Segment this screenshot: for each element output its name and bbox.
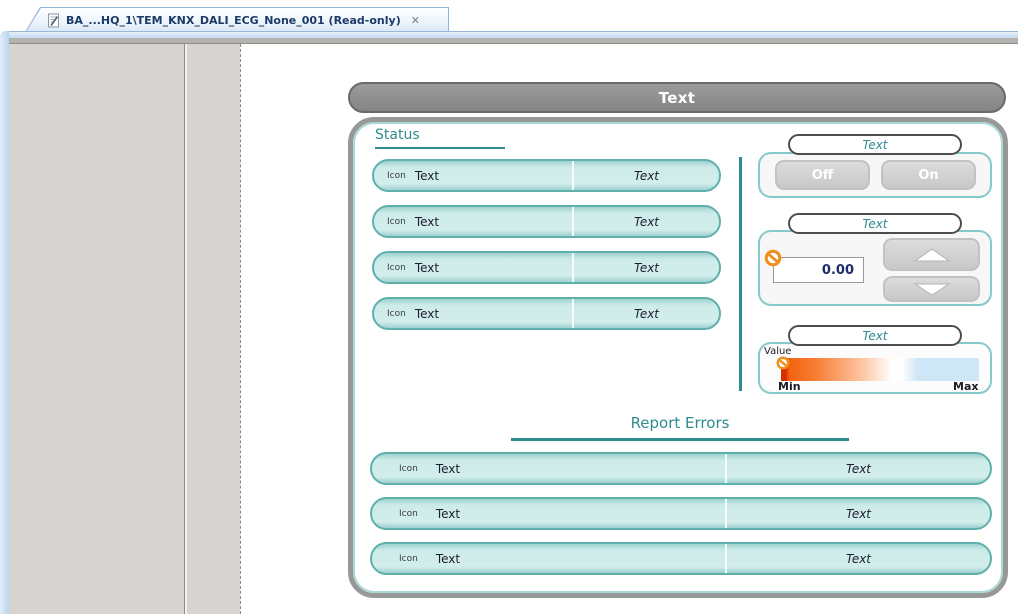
decrement-button[interactable] <box>883 276 980 302</box>
row-icon-placeholder: Icon <box>399 463 418 474</box>
row-value: Text <box>633 168 660 183</box>
row-icon-placeholder: Icon <box>387 308 406 319</box>
document-icon <box>47 13 60 28</box>
row-value: Text <box>845 506 872 521</box>
spinner-group-label: Text <box>788 213 962 234</box>
switch-group-label: Text <box>788 134 962 155</box>
left-dock-panel <box>9 44 184 614</box>
row-icon-placeholder: Icon <box>387 262 406 273</box>
page-boundary-dashed-line <box>240 44 241 614</box>
report-errors-underline <box>511 438 849 441</box>
canvas-top-bar <box>9 38 1018 44</box>
row-text: Text <box>435 461 461 476</box>
arrow-up-icon <box>912 247 951 261</box>
spinner-group-label-text: Text <box>862 216 888 231</box>
tab-close-icon[interactable]: ✕ <box>410 13 420 27</box>
range-max-label: Max <box>953 380 979 393</box>
status-row: Icon Text Text <box>372 297 721 330</box>
report-row: Icon Text Text <box>370 452 992 485</box>
row-value: Text <box>633 214 660 229</box>
graphic-title-text: Text <box>658 88 696 107</box>
no-entry-icon-small <box>776 355 790 374</box>
no-entry-icon <box>764 249 782 271</box>
value-gradient-bar[interactable] <box>781 358 979 381</box>
row-icon-placeholder: Icon <box>399 508 418 519</box>
row-icon-placeholder: Icon <box>399 553 418 564</box>
row-text: Text <box>414 306 440 321</box>
off-button-label: Off <box>811 167 834 183</box>
range-group-label: Text <box>788 325 962 346</box>
row-icon-placeholder: Icon <box>387 170 406 181</box>
status-row: Icon Text Text <box>372 205 721 238</box>
switch-group-label-text: Text <box>862 137 888 152</box>
on-button-label: On <box>918 167 939 183</box>
report-row: Icon Text Text <box>370 542 992 575</box>
section-separator-line <box>739 157 742 391</box>
range-min-label: Min <box>778 380 801 393</box>
report-row: Icon Text Text <box>370 497 992 530</box>
off-button[interactable]: Off <box>775 160 870 190</box>
status-section-label: Status <box>375 127 420 143</box>
row-text: Text <box>414 214 440 229</box>
tab-graphic-document[interactable]: BA_...HQ_1\TEM_KNX_DALI_ECG_None_001 (Re… <box>25 7 449 32</box>
graphic-title-bar: Text <box>348 82 1006 113</box>
arrow-down-icon <box>912 283 951 296</box>
row-icon-placeholder: Icon <box>387 216 406 227</box>
content-frame-top <box>0 31 1018 38</box>
status-row: Icon Text Text <box>372 159 721 192</box>
row-value: Text <box>633 260 660 275</box>
row-text: Text <box>435 506 461 521</box>
report-errors-label: Report Errors <box>630 414 730 432</box>
row-value: Text <box>633 306 660 321</box>
canvas-margin-area <box>190 44 240 614</box>
row-value: Text <box>845 461 872 476</box>
row-value: Text <box>845 551 872 566</box>
content-frame-left <box>0 31 9 614</box>
increment-button[interactable] <box>883 238 980 271</box>
row-text: Text <box>414 168 440 183</box>
range-group-label-text: Text <box>862 328 888 343</box>
value-input[interactable] <box>773 257 864 283</box>
range-value-label: Value <box>764 346 792 357</box>
row-text: Text <box>414 260 440 275</box>
row-text: Text <box>435 551 461 566</box>
tab-title: BA_...HQ_1\TEM_KNX_DALI_ECG_None_001 (Re… <box>66 13 401 27</box>
on-button[interactable]: On <box>881 160 976 190</box>
panel-splitter[interactable] <box>184 44 190 614</box>
status-row: Icon Text Text <box>372 251 721 284</box>
status-underline <box>375 147 505 149</box>
